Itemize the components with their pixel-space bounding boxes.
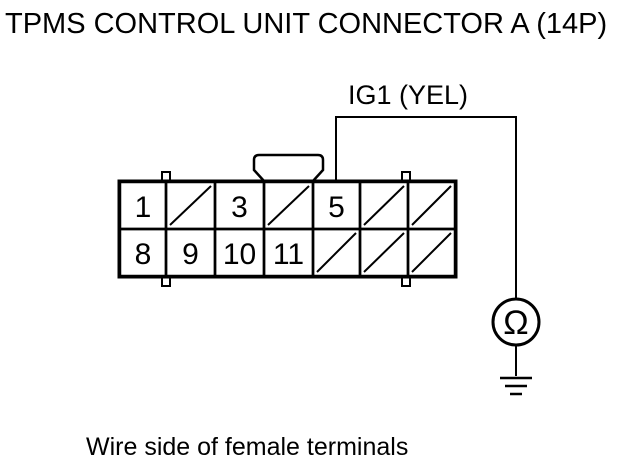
diagram-title: TPMS CONTROL UNIT CONNECTOR A (14P) [5, 8, 607, 40]
terminal-number: 10 [223, 238, 256, 271]
terminal-number: 5 [328, 191, 345, 224]
unused-terminal-slash [169, 185, 212, 226]
terminal-number: 9 [182, 238, 199, 271]
terminal-number: 8 [135, 238, 152, 271]
unused-terminal-slash [411, 232, 452, 273]
unused-terminal-cell [406, 227, 457, 278]
unused-terminal-slash [267, 185, 310, 226]
terminal-number: 11 [273, 238, 304, 271]
wire-label: IG1 (YEL) [348, 80, 468, 110]
unused-terminal-slash [363, 232, 405, 273]
unused-terminal-slash [316, 232, 357, 273]
terminal-number: 3 [231, 191, 248, 224]
ground-icon [500, 376, 532, 396]
diagram-caption: Wire side of female terminals [86, 433, 408, 461]
connector-latch [252, 153, 325, 182]
probe-wire [335, 116, 517, 298]
terminal-number: 1 [135, 191, 152, 224]
unused-terminal-slash [411, 185, 452, 226]
unused-terminal-slash [363, 185, 405, 226]
ohm-icon: Ω [503, 304, 528, 342]
